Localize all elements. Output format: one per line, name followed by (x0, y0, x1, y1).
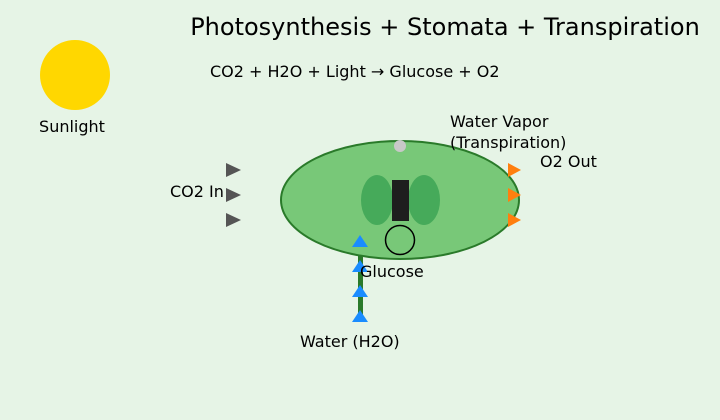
o2-arrow-icon (508, 213, 521, 227)
co2-in-label: CO2 In (170, 182, 224, 201)
transpiration-label: (Transpiration) (450, 133, 566, 152)
glucose-molecule (384, 224, 416, 256)
water-vapor-label: Water Vapor (450, 112, 549, 131)
sunlight-label: Sunlight (39, 117, 105, 136)
o2-arrow-icon (508, 163, 521, 177)
glucose-label: Glucose (360, 262, 424, 281)
water-label: Water (H2O) (300, 332, 400, 351)
guard-cell-right (408, 175, 440, 225)
equation: CO2 + H2O + Light → Glucose + O2 (210, 62, 500, 81)
water-vapor-droplet (394, 140, 406, 152)
water-arrow-icon (352, 285, 368, 297)
water-arrow-icon (352, 310, 368, 322)
o2-arrow-icon (508, 188, 521, 202)
stoma-pore (392, 180, 409, 221)
guard-cell-left (361, 175, 393, 225)
co2-arrows (226, 163, 241, 227)
title: Photosynthesis + Stomata + Transpiration (190, 13, 700, 41)
o2-arrows (508, 163, 521, 227)
co2-arrow-icon (226, 163, 241, 177)
water-arrow-icon (352, 235, 368, 247)
water-arrows (352, 235, 368, 322)
co2-arrow-icon (226, 213, 241, 227)
water-arrow-icon (352, 260, 368, 272)
sun-icon (40, 40, 110, 110)
co2-arrow-icon (226, 188, 241, 202)
o2-out-label: O2 Out (540, 152, 597, 171)
